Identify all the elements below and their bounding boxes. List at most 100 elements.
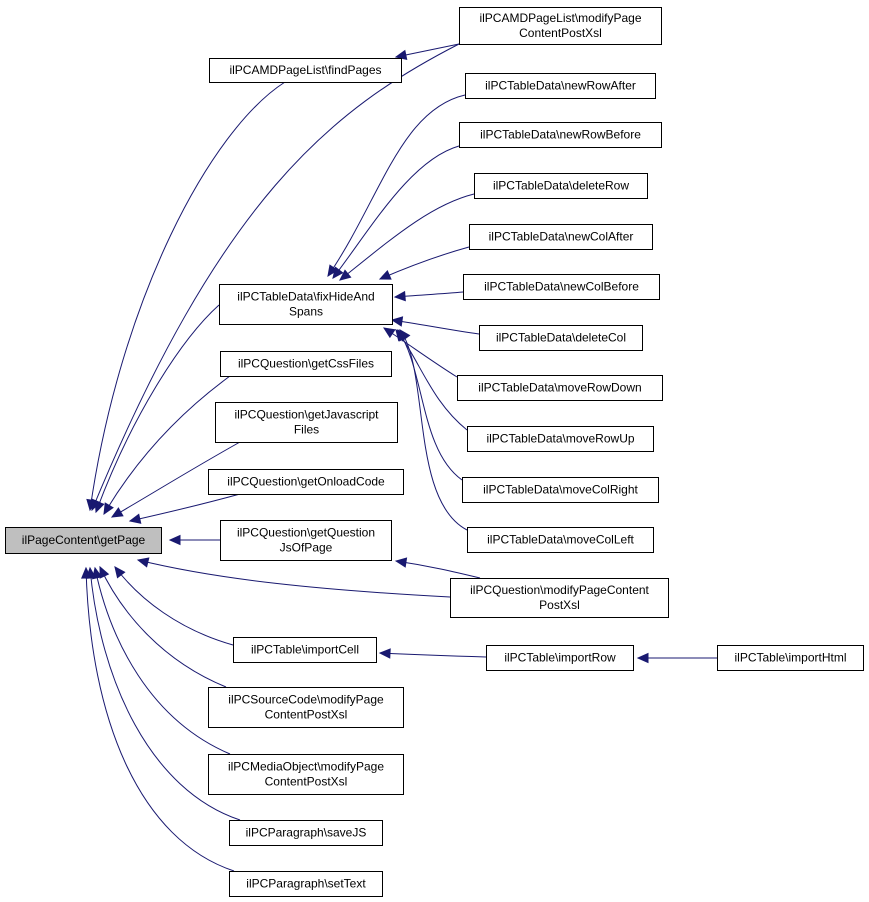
edge-amd-modify-to-root	[91, 43, 460, 511]
node-td-moveColRight[interactable]: ilPCTableData\moveColRight	[462, 477, 659, 503]
node-box	[219, 284, 393, 325]
edge-sc-modify-to-root	[99, 566, 227, 688]
node-t-importRow[interactable]: ilPCTable\importRow	[486, 645, 634, 671]
node-box	[467, 426, 654, 452]
edge-td-deleteCol-to-td-fix-arrowhead	[390, 316, 404, 327]
node-label: ilPCTableData\moveColLeft	[487, 533, 634, 547]
edge-q-css-to-root	[103, 375, 231, 515]
node-box	[220, 520, 392, 561]
edge-amd-find-to-root	[89, 81, 286, 511]
node-box	[486, 645, 634, 671]
edge-td-newColBefore-to-td-fix-arrowhead	[393, 290, 406, 302]
node-box	[229, 820, 383, 846]
node-td-deleteRow[interactable]: ilPCTableData\deleteRow	[474, 173, 648, 199]
edge-td-newColAfter-to-td-fix	[379, 246, 470, 280]
edge-q-js-to-root-arrowhead	[110, 507, 124, 518]
node-box	[220, 351, 392, 377]
edge-t-importRow-to-t-importCell	[379, 652, 487, 658]
node-td-newRowBefore[interactable]: ilPCTableData\newRowBefore	[459, 122, 662, 148]
node-t-importHtml[interactable]: ilPCTable\importHtml	[717, 645, 864, 671]
node-label: ilPCParagraph\setText	[246, 877, 366, 891]
node-label: ilPCQuestion\modifyPageContent	[470, 583, 649, 597]
node-td-newColAfter[interactable]: ilPCTableData\newColAfter	[469, 224, 653, 250]
node-label: ContentPostXsl	[519, 26, 602, 40]
node-box	[459, 122, 662, 148]
edge-q-modify-to-root	[137, 559, 451, 598]
edge-td-newRowBefore-to-td-fix-arrowhead	[332, 266, 344, 279]
edge-t-importCell-to-root	[114, 566, 234, 646]
edge-p-saveJS-to-root	[89, 567, 241, 821]
edge-q-modify-to-root-arrowhead	[136, 557, 150, 568]
node-label: ilPCAMDPageList\modifyPage	[479, 11, 641, 25]
node-label: ilPCQuestion\getOnloadCode	[227, 475, 385, 489]
node-label: ilPCTableData\moveRowDown	[478, 381, 641, 395]
node-label: ContentPostXsl	[265, 775, 348, 789]
node-label: Spans	[289, 305, 323, 319]
node-q-css[interactable]: ilPCQuestion\getCssFiles	[220, 351, 392, 377]
edges-layer	[81, 43, 717, 872]
edge-td-newRowAfter-to-td-fix	[327, 94, 466, 277]
node-td-moveRowUp[interactable]: ilPCTableData\moveRowUp	[467, 426, 654, 452]
node-label: ilPageContent\getPage	[22, 533, 146, 547]
node-box	[208, 469, 404, 495]
node-t-importCell[interactable]: ilPCTable\importCell	[233, 637, 377, 663]
edge-mo-modify-to-root	[94, 567, 231, 755]
node-label: ilPCSourceCode\modifyPage	[228, 693, 384, 707]
edge-q-modify-to-q-qjs	[395, 560, 481, 579]
node-box	[474, 173, 648, 199]
node-label: ilPCParagraph\saveJS	[246, 826, 367, 840]
node-p-setText[interactable]: ilPCParagraph\setText	[229, 871, 383, 897]
node-box	[233, 637, 377, 663]
node-label: ilPCTableData\deleteRow	[493, 179, 629, 193]
node-label: ilPCTable\importHtml	[734, 651, 846, 665]
edge-td-newColAfter-to-td-fix-arrowhead	[378, 269, 392, 280]
node-td-deleteCol[interactable]: ilPCTableData\deleteCol	[479, 325, 643, 351]
edge-td-moveColLeft-to-td-fix-arrowhead	[399, 329, 411, 342]
node-label: ilPCQuestion\getCssFiles	[238, 357, 374, 371]
node-box	[229, 871, 383, 897]
node-amd-find[interactable]: ilPCAMDPageList\findPages	[209, 58, 402, 83]
node-td-newColBefore[interactable]: ilPCTableData\newColBefore	[463, 274, 660, 300]
edge-td-moveRowDown-to-td-fix-arrowhead	[382, 327, 396, 339]
node-td-moveRowDown[interactable]: ilPCTableData\moveRowDown	[457, 375, 663, 401]
node-label: ilPCTableData\newColAfter	[489, 230, 634, 244]
edge-p-setText-to-root	[85, 567, 235, 872]
edge-q-js-to-root	[111, 441, 241, 518]
edge-p-setText-to-root-arrowhead	[81, 566, 92, 579]
edge-td-deleteRow-to-td-fix-arrowhead	[339, 269, 352, 281]
node-root[interactable]: ilPageContent\getPage	[5, 527, 162, 554]
edge-t-importCell-to-root-arrowhead	[114, 566, 126, 579]
edge-td-newRowBefore-to-td-fix	[332, 145, 460, 279]
node-td-moveColLeft[interactable]: ilPCTableData\moveColLeft	[467, 527, 654, 553]
node-p-saveJS[interactable]: ilPCParagraph\saveJS	[229, 820, 383, 846]
node-box	[717, 645, 864, 671]
nodes-layer: ilPageContent\getPage ilPCAMDPageList\fin…	[5, 7, 864, 897]
node-box	[457, 375, 663, 401]
node-label: PostXsl	[539, 598, 580, 612]
node-label: ilPCAMDPageList\findPages	[229, 63, 381, 77]
node-label: ilPCTableData\moveRowUp	[486, 432, 634, 446]
node-label: ilPCMediaObject\modifyPage	[228, 760, 384, 774]
node-label: Files	[294, 423, 319, 437]
node-label: ilPCTable\importCell	[251, 643, 359, 657]
node-box	[459, 7, 662, 45]
node-label: ilPCQuestion\getJavascript	[234, 408, 379, 422]
node-label: ilPCTableData\deleteCol	[496, 331, 626, 345]
node-box	[463, 274, 660, 300]
node-label: JsOfPage	[280, 541, 333, 555]
edge-td-newRowAfter-to-td-fix-arrowhead	[327, 264, 339, 278]
node-label: ilPCTable\importRow	[504, 651, 616, 665]
node-td-newRowAfter[interactable]: ilPCTableData\newRowAfter	[465, 73, 656, 99]
edge-sc-modify-to-root-arrowhead	[99, 565, 110, 579]
node-box	[465, 73, 656, 99]
node-q-onload[interactable]: ilPCQuestion\getOnloadCode	[208, 469, 404, 495]
node-label: ilPCTableData\newRowBefore	[480, 128, 641, 142]
